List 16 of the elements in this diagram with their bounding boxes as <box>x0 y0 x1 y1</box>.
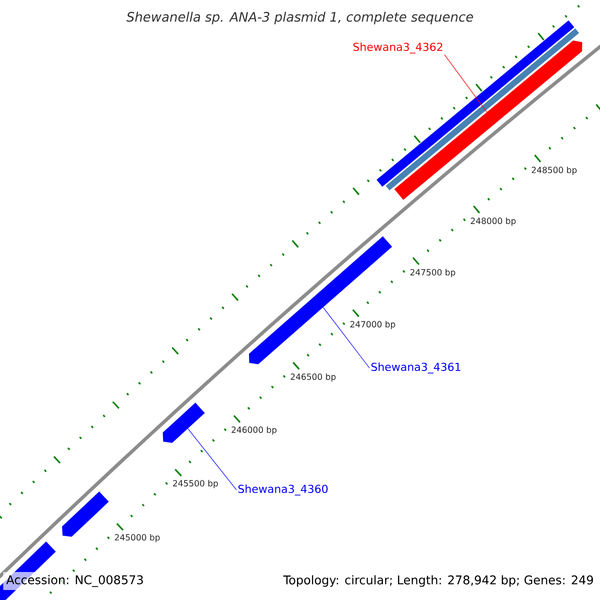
scale-label: 248500 bp <box>532 166 577 175</box>
scale-label: 247000 bp <box>350 320 396 330</box>
gene-bar <box>62 492 109 537</box>
gene-label: Shewana3_4362 <box>353 42 442 54</box>
scale-label: 248000 bp <box>470 217 516 226</box>
leader-line <box>188 428 237 490</box>
scale-label: 246500 bp <box>290 373 336 382</box>
leader-line <box>444 54 488 113</box>
footer-text: Accession: NC_008573 <box>3 572 147 590</box>
leader-line <box>322 306 370 368</box>
footer-text: Topology: circular; Length: 278,942 bp; Genes: 249 <box>283 575 593 587</box>
gene-label: Shewana3_4360 <box>238 484 328 496</box>
gene-bar <box>162 402 205 443</box>
title: Shewanella sp. ANA-3 plasmid 1, complete sequence <box>126 12 474 24</box>
gene-label: Shewana3_4361 <box>371 362 460 374</box>
scale-label: 245500 bp <box>173 480 218 488</box>
